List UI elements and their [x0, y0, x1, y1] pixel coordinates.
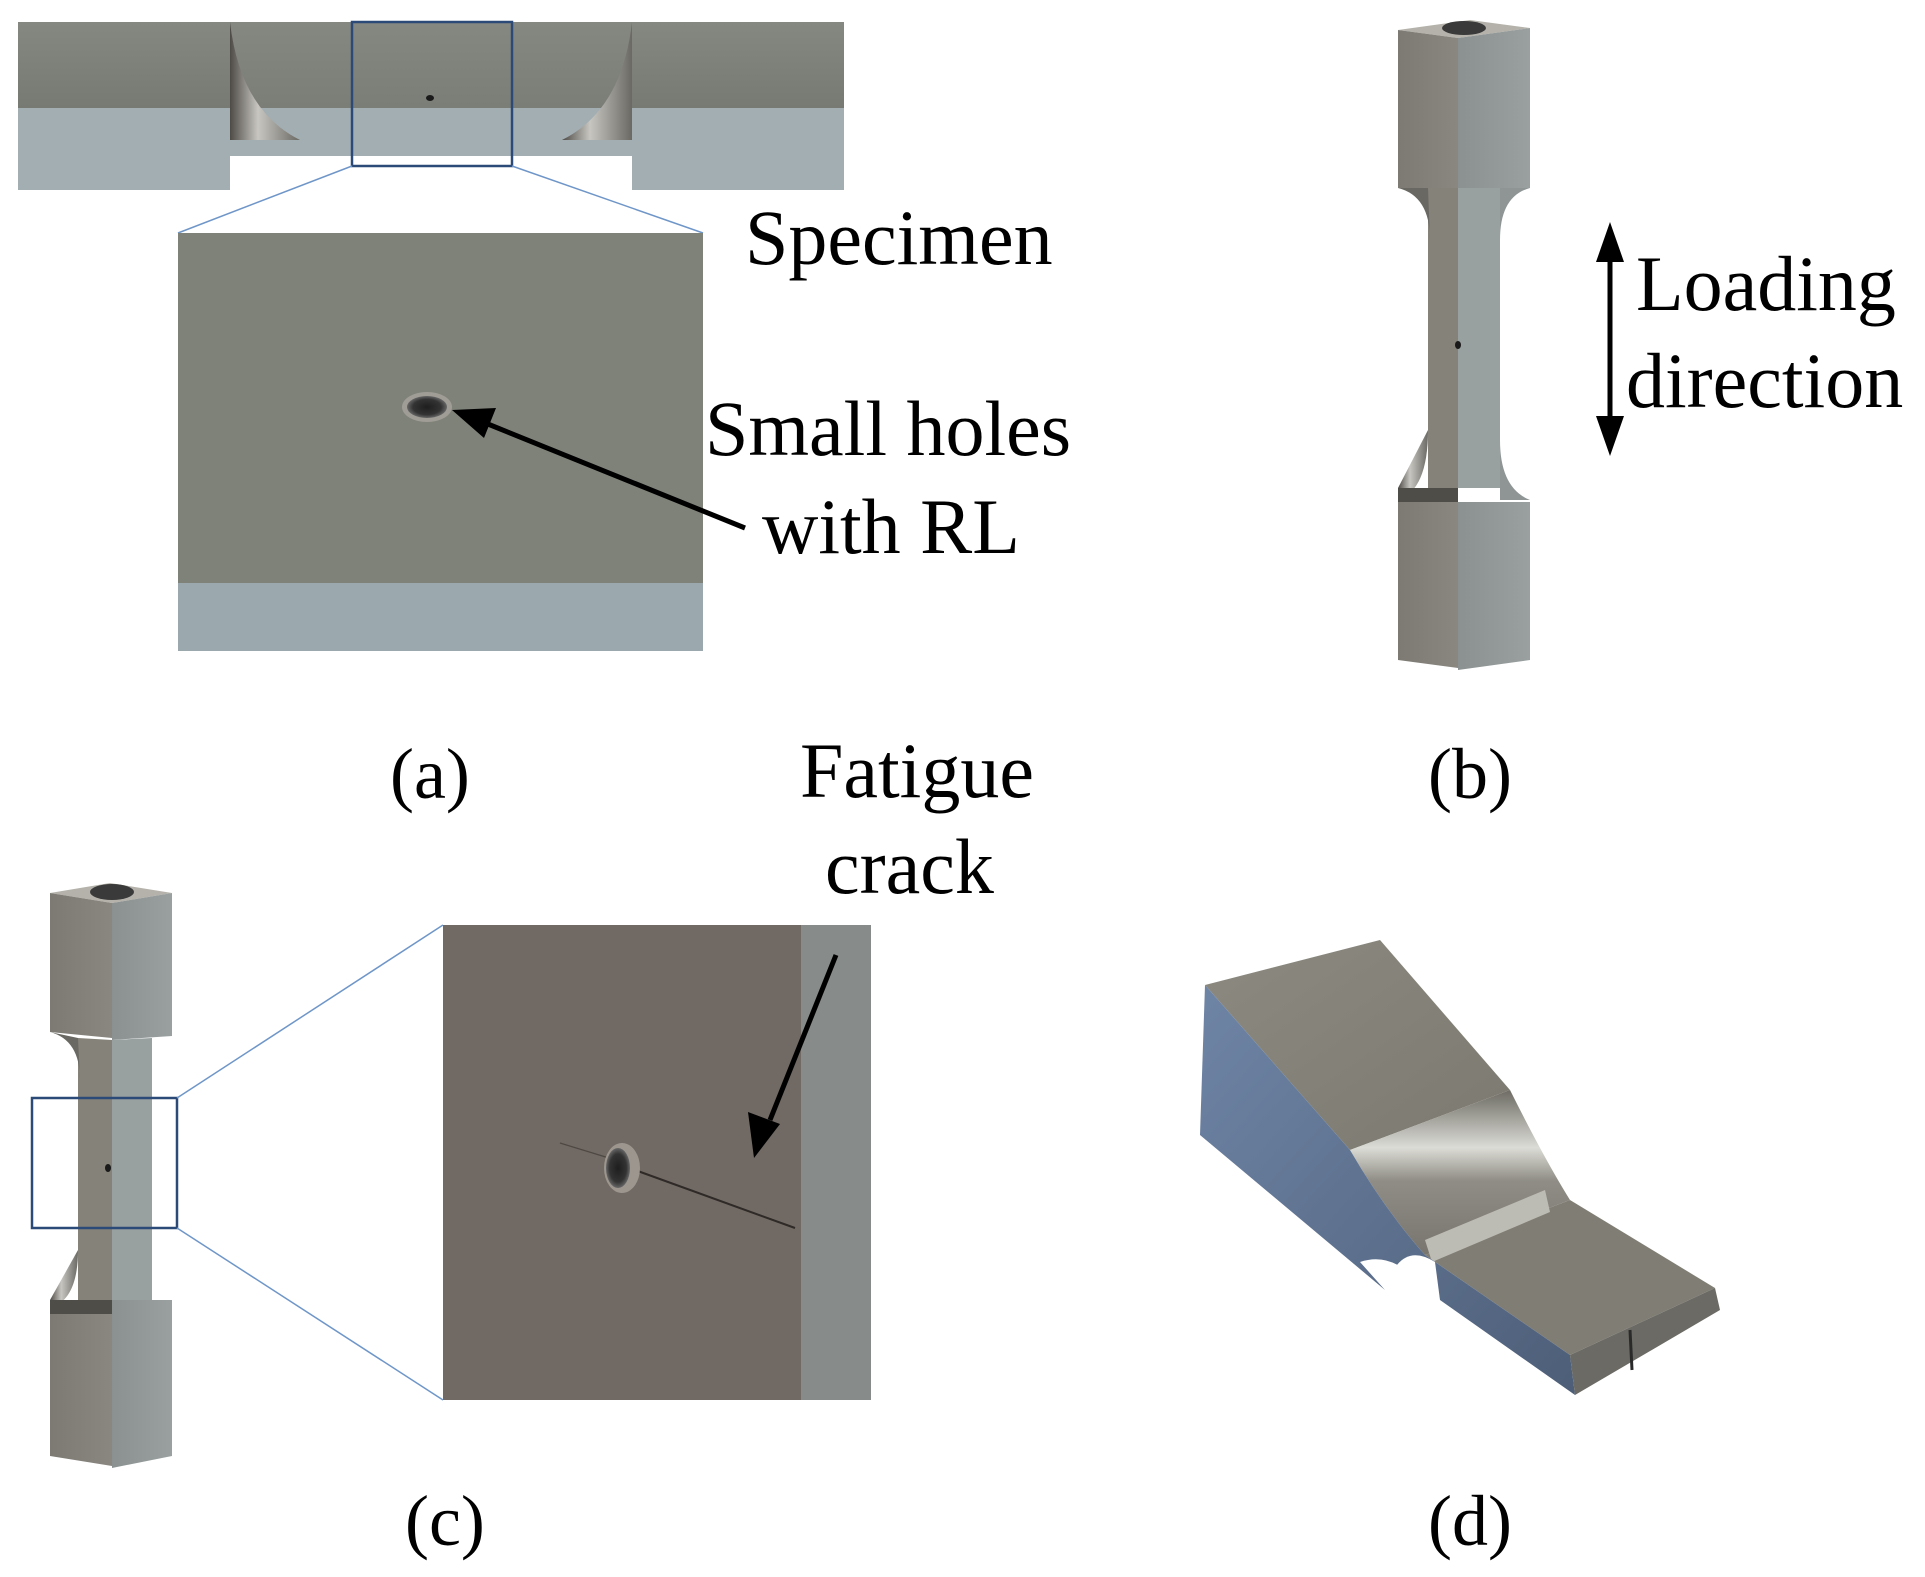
c-lower-shoulder-shadow	[50, 1300, 112, 1314]
label-fatigue-line2: crack	[825, 823, 994, 910]
strip-lower-cutout	[230, 156, 632, 190]
c-guide-line-bottom	[176, 1227, 444, 1401]
panel-label-a: (a)	[390, 734, 470, 814]
small-holes-arrow-shaft	[477, 417, 746, 531]
panel-c-specimen-3d	[30, 883, 179, 1468]
strip-right-grip-top	[632, 22, 844, 108]
label-small-holes-line2: with RL	[762, 483, 1020, 570]
c-lower-grip-front	[50, 1314, 112, 1466]
b-upper-grip-side	[1458, 28, 1530, 188]
b-lower-fillet-right	[1500, 440, 1530, 500]
panel-c-zoom-guides	[176, 924, 444, 1401]
d-crack-notch	[1628, 1329, 1634, 1371]
c-gauge-front	[78, 1038, 112, 1300]
c-lower-grip-side	[112, 1300, 172, 1468]
d-side-face	[1200, 985, 1575, 1395]
b-top-hole	[1442, 21, 1486, 35]
small-holes-arrow-head	[452, 408, 496, 438]
c-fatigue-crack	[634, 1169, 796, 1229]
label-loading-line2: direction	[1626, 337, 1903, 424]
c-zoom-side	[801, 925, 871, 1400]
strip-left-fillet	[230, 22, 300, 140]
panel-a-zoom-guides	[177, 165, 704, 234]
c-upper-grip-front	[50, 893, 112, 1038]
label-loading-line1: Loading	[1636, 240, 1896, 327]
c-upper-grip-side	[112, 893, 172, 1040]
b-lower-fillet-left	[1398, 430, 1428, 500]
d-front-edge	[1570, 1288, 1720, 1395]
zoom-small-hole	[407, 396, 447, 418]
d-block-top	[1205, 940, 1510, 1150]
label-fatigue-line1: Fatigue	[800, 727, 1034, 814]
strip-small-hole	[426, 95, 434, 101]
b-upper-grip-front	[1398, 30, 1458, 188]
c-guide-line-top	[176, 924, 444, 1099]
zoom-view-bottom-face	[178, 583, 703, 651]
panel-d-fracture-section	[1200, 940, 1720, 1395]
panel-a-zoom-frame	[350, 20, 514, 168]
small-holes-arrow	[452, 408, 746, 531]
c-lower-fillet-left	[50, 1250, 78, 1308]
loading-arrow-head-down	[1596, 416, 1624, 456]
b-lower-grip-side	[1458, 502, 1530, 670]
strip-gauge-bottom	[230, 108, 632, 156]
strip-left-grip-top	[18, 22, 230, 108]
guide-line-right	[511, 165, 704, 234]
b-gauge-side	[1458, 188, 1500, 488]
b-upper-fillet-right	[1500, 188, 1530, 240]
fatigue-crack-arrow	[748, 954, 839, 1158]
b-gauge-front	[1428, 188, 1458, 488]
strip-left-grip-bottom	[18, 108, 230, 190]
label-specimen: Specimen	[745, 194, 1053, 281]
panel-a-specimen-strip	[18, 20, 844, 190]
panel-a-zoom-view	[178, 233, 703, 651]
c-top-hole	[90, 884, 134, 900]
c-small-hole	[105, 1164, 111, 1172]
fatigue-arrow-shaft	[767, 954, 839, 1121]
d-step-highlight	[1425, 1190, 1550, 1262]
d-thin-section-top	[1425, 1200, 1715, 1355]
strip-right-grip-bottom	[632, 108, 844, 190]
b-upper-fillet-left	[1398, 188, 1430, 240]
fatigue-arrow-head	[748, 1112, 780, 1158]
panel-label-d: (d)	[1428, 1481, 1512, 1561]
strip-right-fillet	[562, 22, 632, 140]
loading-arrow-head-up	[1596, 222, 1624, 262]
c-upper-fillet	[50, 1032, 80, 1080]
b-small-hole	[1455, 341, 1461, 349]
b-lower-grip-front	[1398, 502, 1458, 668]
panel-label-c: (c)	[405, 1481, 485, 1561]
label-small-holes-line1: Small holes	[705, 385, 1071, 472]
b-lower-shoulder-shadow	[1398, 488, 1458, 502]
panel-b-specimen-3d	[1398, 20, 1530, 670]
guide-line-left	[177, 165, 353, 234]
panel-c-zoom-frame	[30, 1096, 179, 1230]
d-arch-cutout	[1385, 1255, 1440, 1300]
loading-direction-arrow	[1596, 222, 1624, 456]
panel-c-zoom-view	[443, 925, 871, 1400]
c-gauge-side	[112, 1038, 152, 1300]
panel-label-b: (b)	[1428, 734, 1512, 814]
c-zoom-hole	[606, 1148, 630, 1188]
